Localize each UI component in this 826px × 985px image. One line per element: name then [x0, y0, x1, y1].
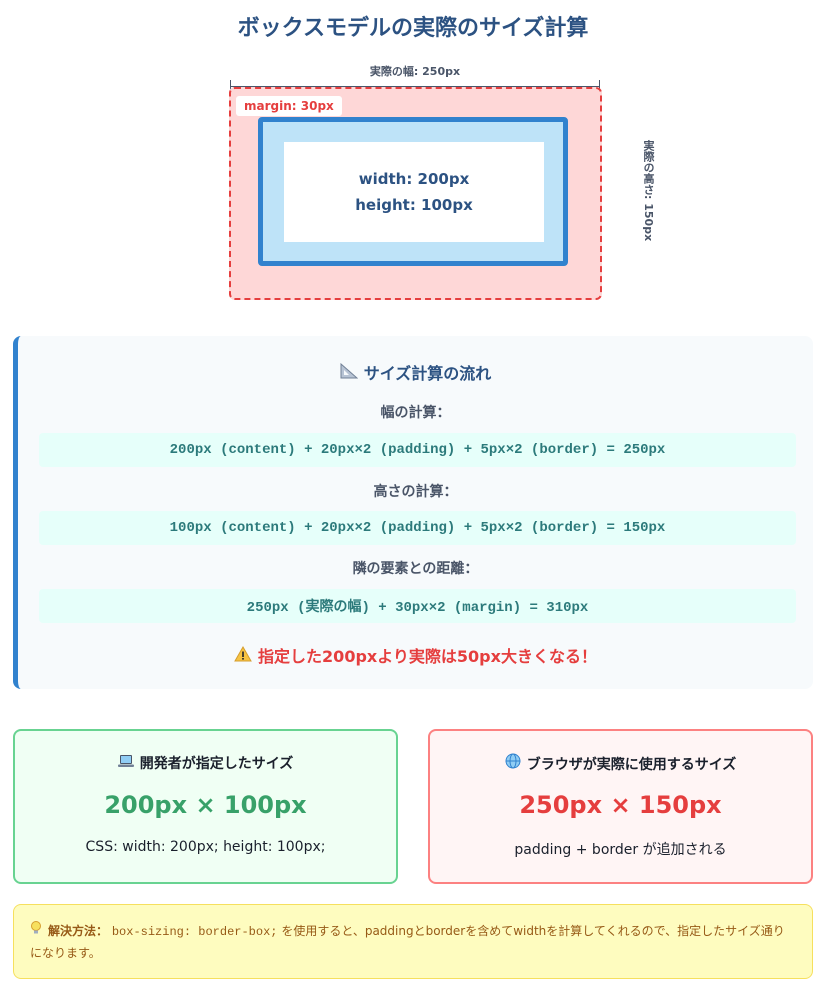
browser-added-note: padding + border が追加される: [514, 842, 727, 858]
distance-formula: 250px (実際の幅) + 30px×2 (margin) = 310px: [39, 589, 796, 623]
browser-size-value: 250px × 150px: [519, 791, 722, 819]
height-formula: 100px (content) + 20px×2 (padding) + 5px…: [39, 511, 796, 545]
width-formula: 200px (content) + 20px×2 (padding) + 5px…: [39, 433, 796, 467]
width-calc-heading: 幅の計算：: [380, 405, 451, 421]
developer-size-card: 開発者が指定したサイズ 200px × 100px CSS: width: 20…: [13, 729, 398, 884]
height-calc-heading: 高さの計算：: [373, 484, 458, 500]
browser-size-card: ブラウザが実際に使用するサイズ 250px × 150px padding + …: [428, 729, 813, 884]
solution-code: box-sizing: border-box;: [111, 925, 278, 939]
content-area: width: 200px height: 100px: [284, 142, 544, 242]
actual-width-label: 実際の幅: 250px: [369, 65, 461, 78]
solution-box: 解決方法： box-sizing: border-box; を使用すると、pad…: [13, 904, 813, 979]
developer-css-note: CSS: width: 200px; height: 100px;: [85, 839, 326, 855]
triangle-ruler-icon: [340, 362, 359, 383]
developer-card-title: 開発者が指定したサイズ: [15, 753, 396, 773]
browser-card-title: ブラウザが実際に使用するサイズ: [430, 753, 811, 774]
content-width-text: width: 200px: [358, 170, 470, 188]
warning-text: 指定した200pxより実際は50px大きくなる！: [258, 647, 597, 666]
laptop-icon: [117, 754, 134, 772]
developer-card-title-text: 開発者が指定したサイズ: [139, 756, 294, 772]
content-height-text: height: 100px: [355, 196, 473, 214]
flow-title-text: サイズ計算の流れ: [363, 364, 492, 383]
solution-label: 解決方法：: [48, 924, 109, 938]
developer-size-value: 200px × 100px: [104, 791, 307, 819]
page-title: ボックスモデルの実際のサイズ計算: [237, 16, 589, 41]
browser-card-title-text: ブラウザが実際に使用するサイズ: [526, 757, 737, 773]
margin-label: margin: 30px: [236, 96, 342, 116]
lightbulb-icon: [30, 921, 42, 942]
width-dimension-line: [230, 86, 600, 87]
distance-calc-heading: 隣の要素との距離：: [352, 561, 479, 577]
width-dimension-tick-left: [230, 80, 231, 92]
size-calculation-panel: サイズ計算の流れ 幅の計算： 200px (content) + 20px×2 …: [13, 336, 813, 689]
warning-icon: [234, 645, 252, 666]
flow-title: サイズ計算の流れ: [18, 360, 813, 384]
globe-icon: [505, 753, 521, 773]
actual-height-label: 実際の高さ: 150px: [642, 140, 655, 242]
warning-message: 指定した200pxより実際は50px大きくなる！: [18, 643, 813, 667]
solution-text: を使用すると、paddingとborderを含めてwidthを計算してくれるので…: [30, 924, 785, 960]
width-dimension-tick-right: [599, 80, 600, 92]
